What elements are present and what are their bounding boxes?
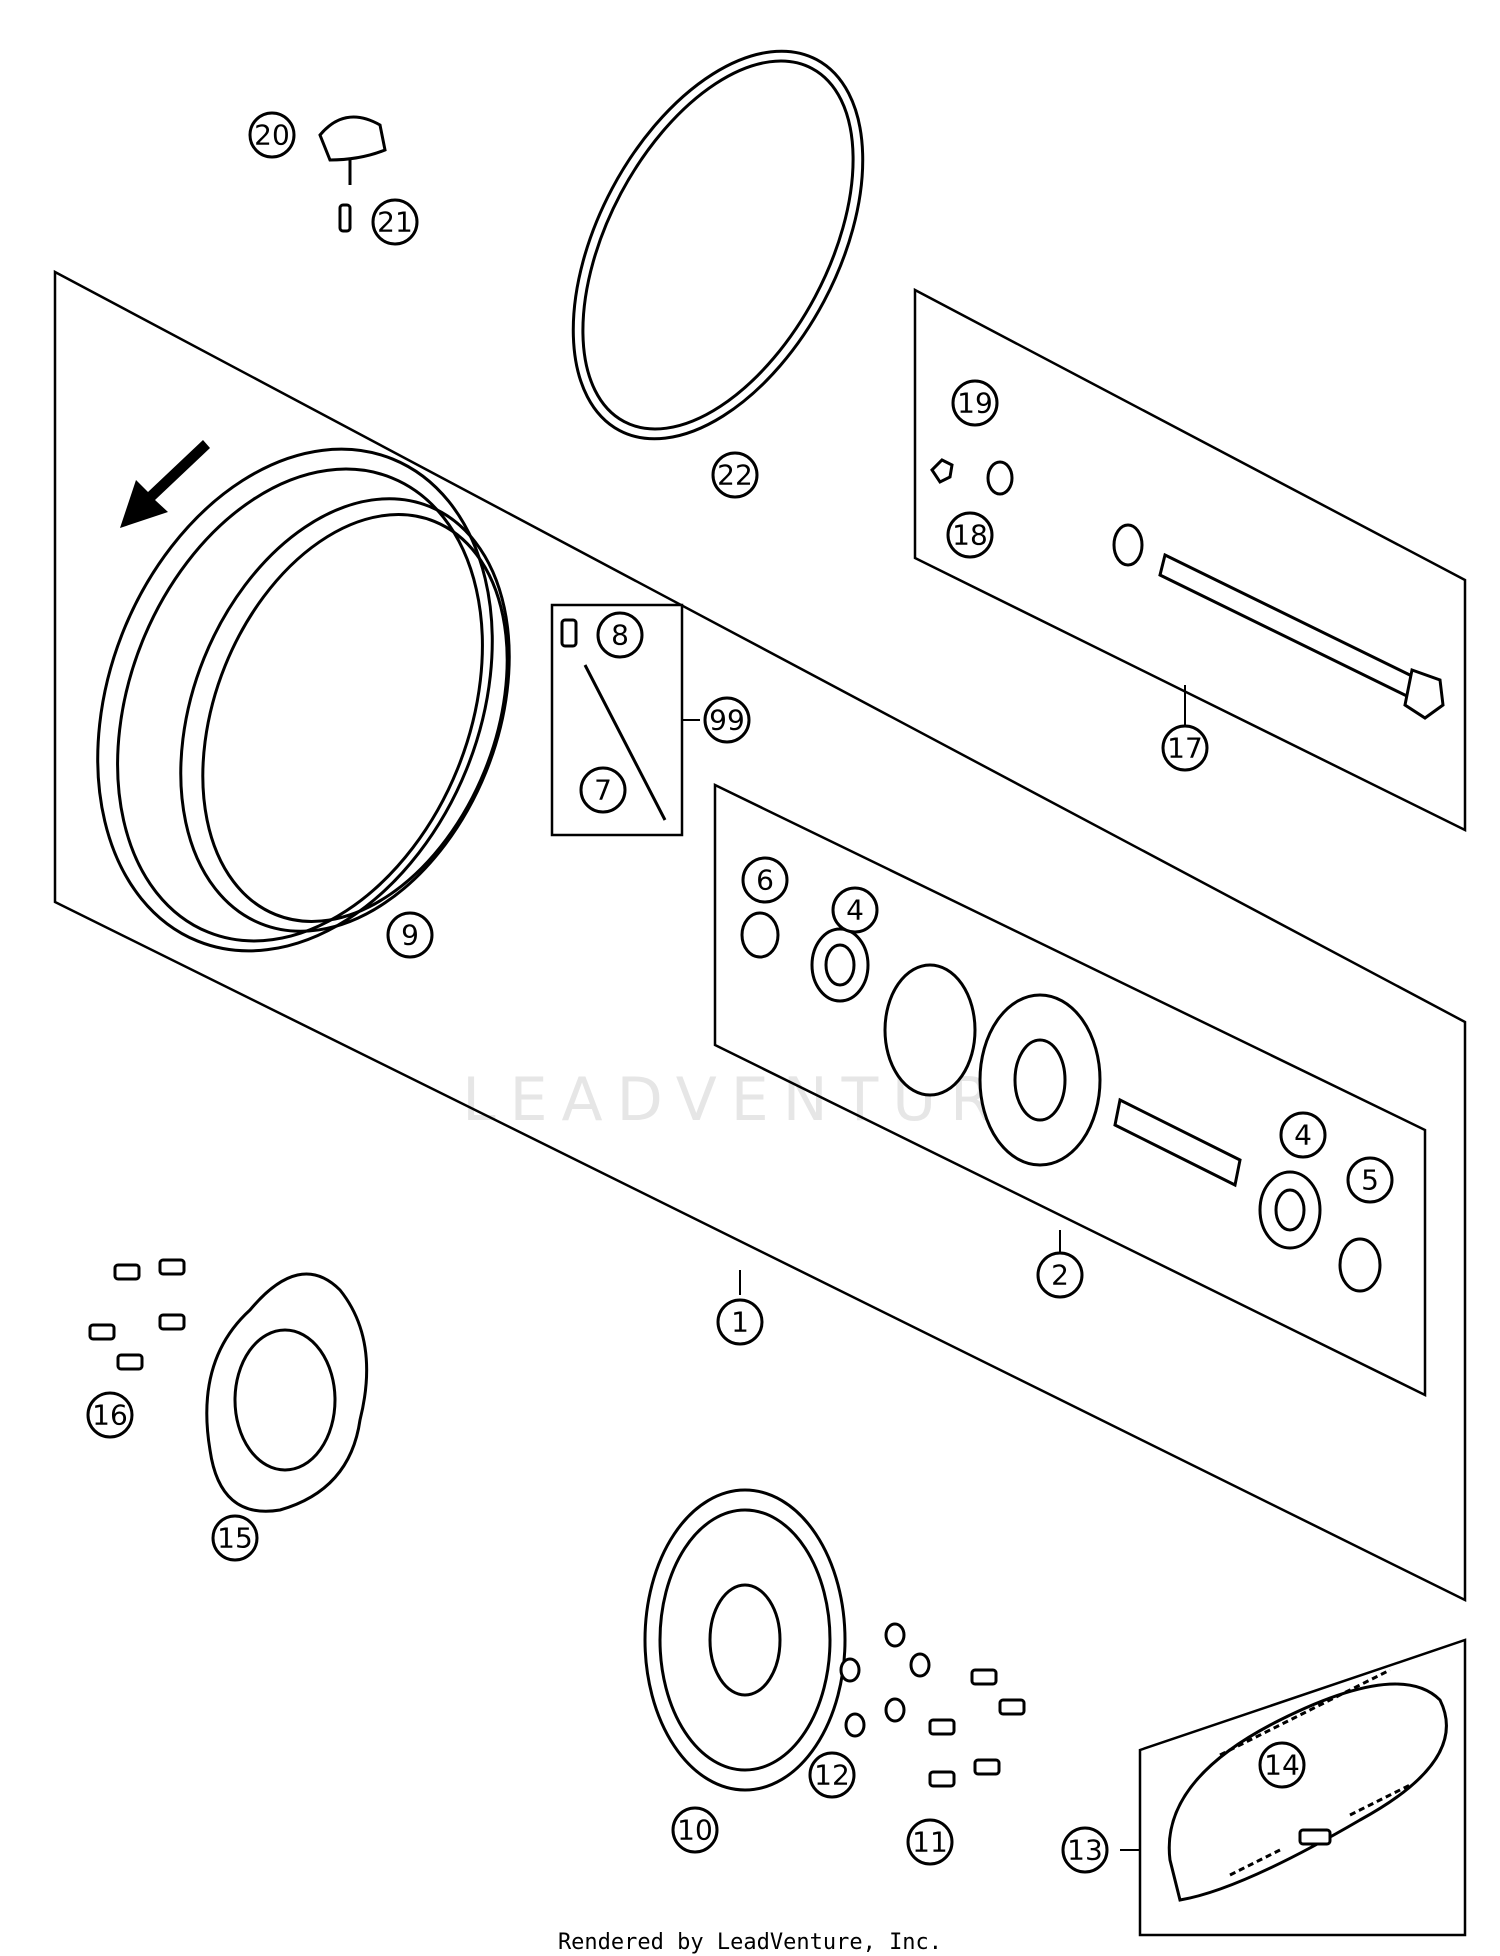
axle-frame	[913, 287, 1467, 833]
callout-11: 11	[906, 1818, 954, 1866]
spoke	[560, 618, 667, 821]
wheel-assembly-frame	[53, 269, 1467, 1603]
svg-text:22: 22	[717, 459, 753, 492]
callout-7: 7	[579, 766, 627, 814]
axle	[930, 458, 1445, 720]
footer-credit: Rendered by LeadVenture, Inc.	[557, 1930, 943, 1955]
svg-text:20: 20	[254, 119, 290, 152]
callout-20: 20	[248, 111, 296, 159]
svg-text:13: 13	[1067, 1834, 1103, 1867]
callout-99: 99	[703, 696, 751, 744]
hub	[740, 911, 1382, 1293]
callout-4a: 4	[831, 886, 879, 934]
callout-5: 5	[1346, 1156, 1394, 1204]
svg-text:11: 11	[912, 1826, 948, 1859]
callout-2: 2	[1036, 1251, 1084, 1299]
disc-bolts	[88, 1258, 186, 1371]
svg-text:17: 17	[1167, 732, 1203, 765]
hub-frame	[713, 783, 1427, 1398]
callout-15: 15	[211, 1514, 259, 1562]
svg-text:8: 8	[611, 619, 629, 652]
chain	[1167, 1668, 1448, 1902]
callout-14: 14	[1258, 1741, 1306, 1789]
rotation-arrow-icon	[120, 440, 210, 528]
brake-disc	[205, 1272, 369, 1513]
callout-1: 1	[716, 1298, 764, 1346]
svg-text:2: 2	[1051, 1259, 1069, 1292]
svg-text:18: 18	[952, 519, 988, 552]
chain-frame	[1138, 1638, 1467, 1937]
svg-text:16: 16	[92, 1399, 128, 1432]
svg-text:12: 12	[814, 1759, 850, 1792]
callout-12: 12	[808, 1751, 856, 1799]
rim-strip	[571, 49, 865, 441]
callout-21: 21	[371, 198, 419, 246]
svg-text:4: 4	[1294, 1119, 1312, 1152]
svg-text:10: 10	[677, 1814, 713, 1847]
valve-cap	[318, 115, 387, 233]
rim	[96, 447, 511, 953]
callout-8: 8	[596, 611, 644, 659]
svg-text:7: 7	[594, 774, 612, 807]
callout-22: 22	[711, 451, 759, 499]
callout-4b: 4	[1279, 1111, 1327, 1159]
svg-text:6: 6	[756, 864, 774, 897]
svg-text:14: 14	[1264, 1749, 1300, 1782]
watermark: LEADVENTURE	[462, 1065, 1058, 1135]
callout-6: 6	[741, 856, 789, 904]
sprocket-fasteners	[839, 1622, 1026, 1788]
svg-text:99: 99	[709, 704, 745, 737]
sprocket	[643, 1488, 847, 1792]
svg-text:9: 9	[401, 919, 419, 952]
callout-17: 17	[1161, 724, 1209, 772]
callout-10: 10	[671, 1806, 719, 1854]
callout-18: 18	[946, 511, 994, 559]
master-link	[1298, 1828, 1332, 1846]
svg-text:21: 21	[377, 206, 413, 239]
svg-text:5: 5	[1361, 1164, 1379, 1197]
svg-text:15: 15	[217, 1522, 253, 1555]
svg-text:1: 1	[731, 1306, 749, 1339]
callout-13: 13	[1061, 1826, 1109, 1874]
leader-lines	[682, 685, 1186, 1851]
svg-text:4: 4	[846, 894, 864, 927]
callout-9: 9	[386, 911, 434, 959]
svg-text:19: 19	[957, 387, 993, 420]
callout-19: 19	[951, 379, 999, 427]
callout-16: 16	[86, 1391, 134, 1439]
